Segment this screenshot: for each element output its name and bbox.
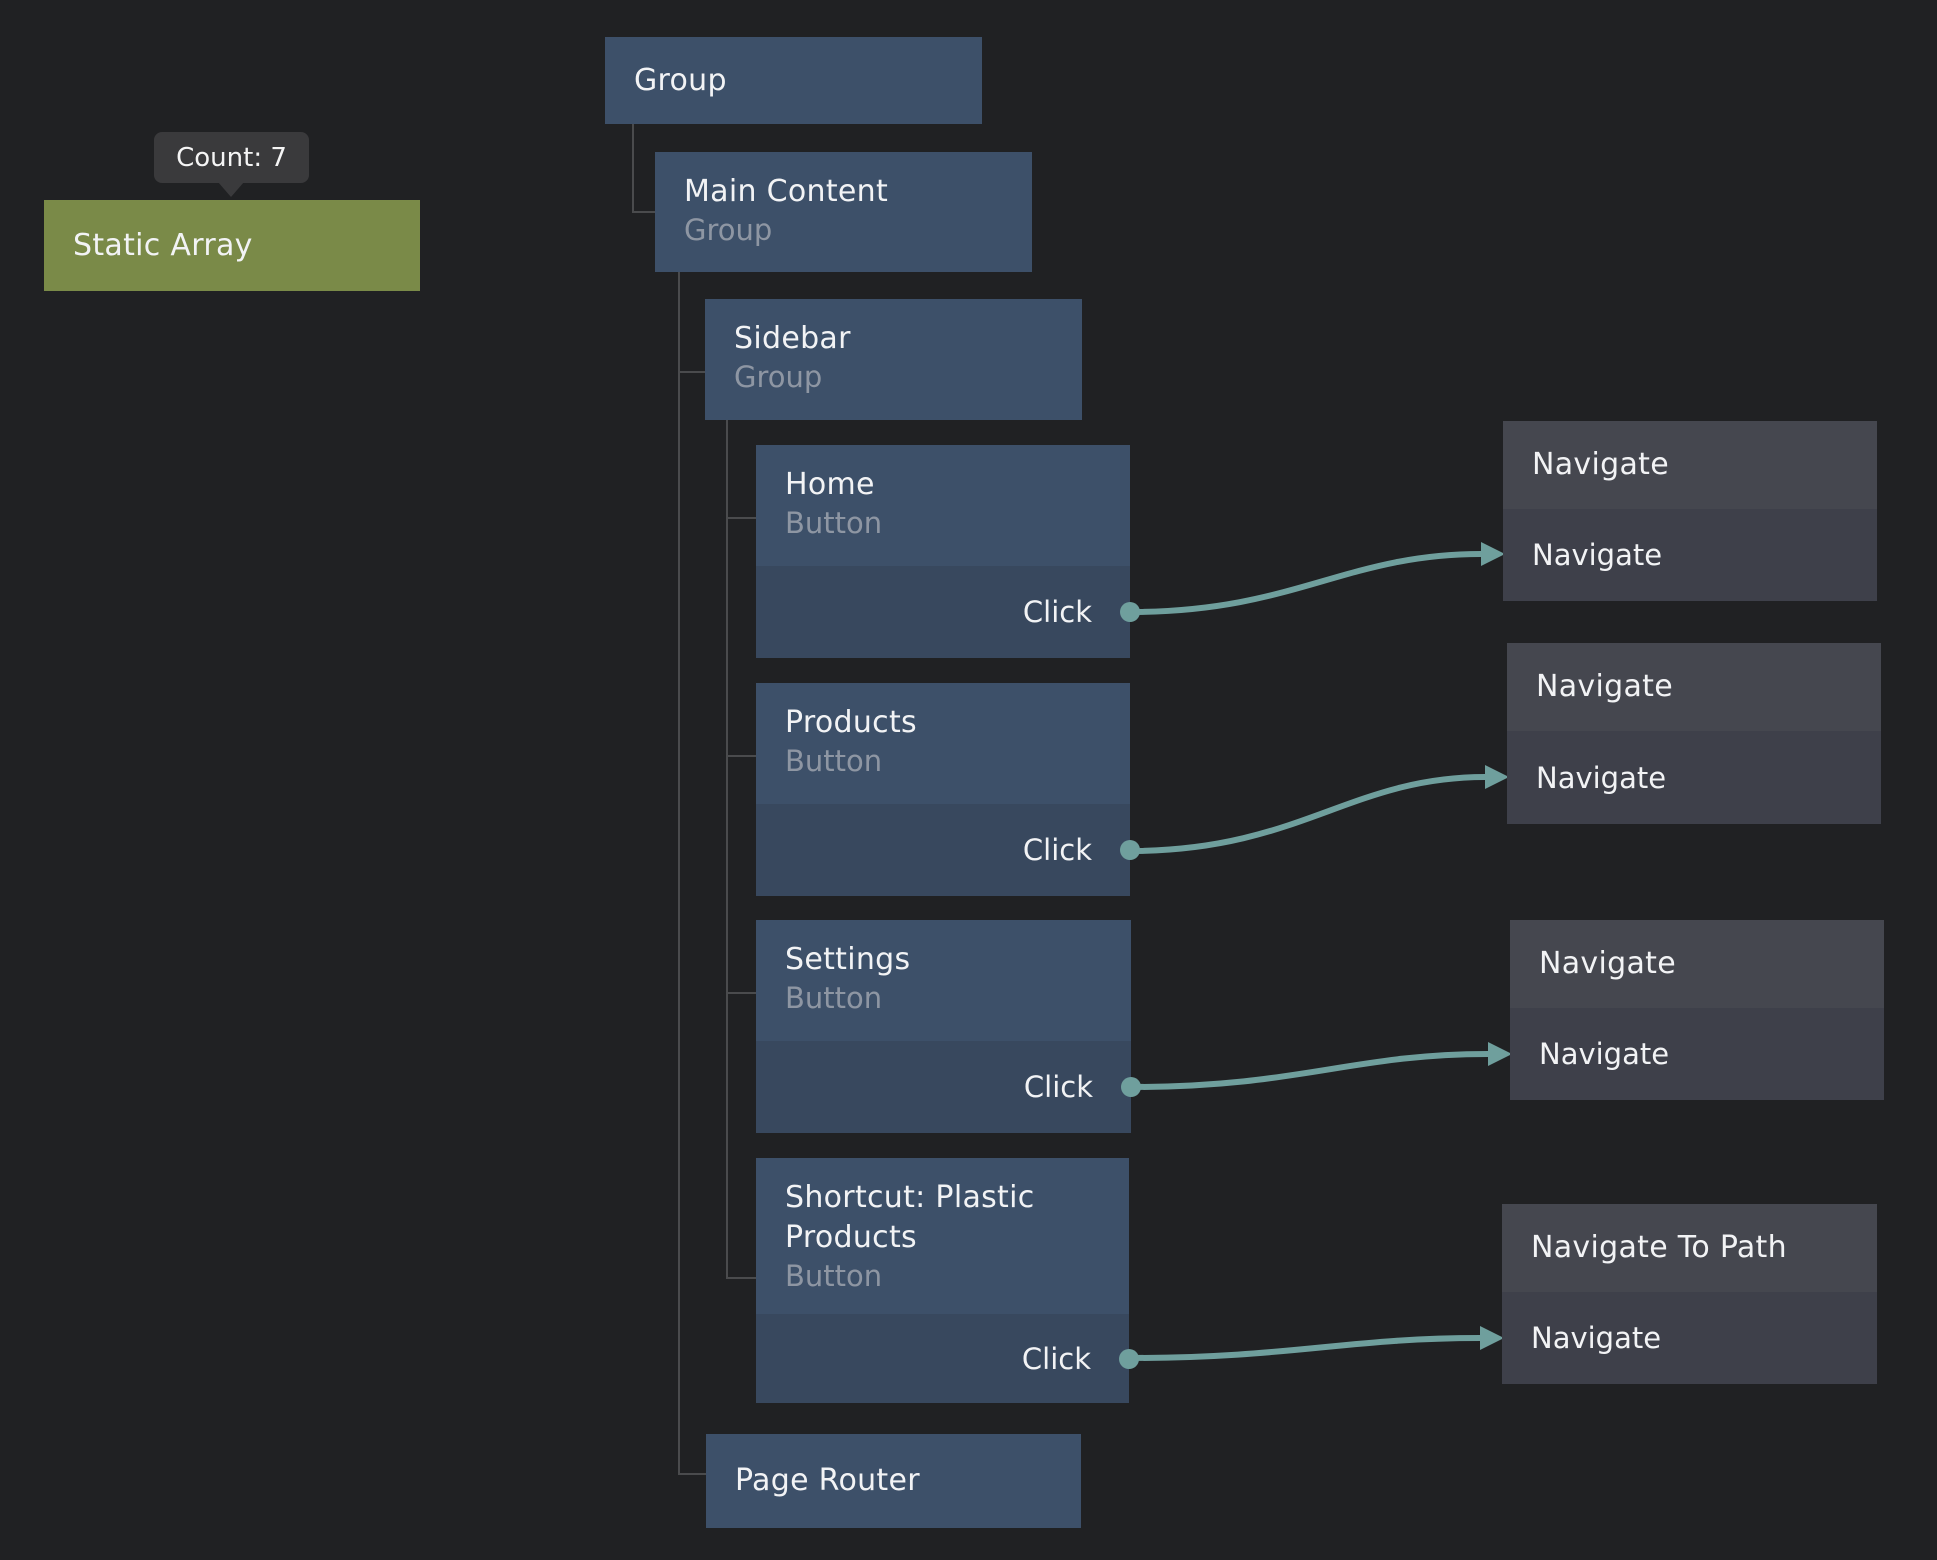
node-title: Navigate [1539, 946, 1676, 981]
output-port-label-click: Click [1022, 595, 1092, 629]
node-navigate-to-path[interactable]: Navigate To Path Navigate [1502, 1204, 1877, 1384]
input-port-row: Navigate [1502, 1292, 1877, 1384]
input-port-row: Navigate [1503, 509, 1877, 601]
input-port-row: Navigate [1507, 731, 1881, 824]
arrowhead-icon [1485, 765, 1509, 789]
input-port-label-navigate: Navigate [1531, 1321, 1662, 1355]
node-title: Group [634, 62, 727, 98]
output-port-dot[interactable] [1119, 1348, 1139, 1369]
node-title: Products [785, 705, 917, 740]
node-title: Home [785, 467, 875, 502]
node-group-root[interactable]: Group [605, 37, 982, 124]
output-port-label-click: Click [1021, 1341, 1091, 1376]
node-navigate-settings[interactable]: Navigate Navigate [1510, 920, 1884, 1100]
node-title: Sidebar [734, 321, 851, 356]
input-port-label-navigate: Navigate [1539, 1037, 1670, 1071]
output-port-row: Click [756, 1314, 1139, 1403]
node-title: Page Router [735, 1463, 920, 1498]
output-port-dot[interactable] [1121, 1077, 1141, 1097]
node-type-label: Group [734, 360, 823, 394]
wire-settings-click-navigate[interactable] [1128, 1051, 1491, 1090]
node-type-label: Group [684, 213, 773, 247]
node-title: Shortcut: Plastic Products [785, 1180, 1035, 1255]
output-port-label-click: Click [1023, 1070, 1093, 1104]
output-port-row: Click [756, 804, 1140, 896]
node-navigate-products[interactable]: Navigate Navigate [1507, 643, 1881, 824]
arrowhead-icon [1488, 1042, 1512, 1066]
node-type-label: Button [785, 981, 883, 1015]
node-main-content[interactable]: Main Content Group [655, 152, 1032, 272]
output-port-dot[interactable] [1120, 840, 1140, 860]
node-settings-button[interactable]: Settings Button Click [756, 920, 1141, 1133]
tree-connector-sidebar-shortcut [726, 420, 756, 1279]
tooltip-pointer-icon [218, 182, 244, 197]
node-navigate-home[interactable]: Navigate Navigate [1503, 421, 1877, 601]
node-static-array[interactable]: Static Array [44, 200, 420, 291]
output-port-dot[interactable] [1120, 602, 1140, 622]
input-port-label-navigate: Navigate [1532, 538, 1663, 572]
node-type-label: Button [785, 506, 883, 540]
output-port-row: Click [756, 1041, 1141, 1133]
count-tooltip: Count: 7 [154, 132, 309, 183]
node-page-router[interactable]: Page Router [706, 1434, 1081, 1528]
output-port-row: Click [756, 566, 1140, 658]
node-title: Settings [785, 942, 911, 977]
node-title: Navigate [1536, 669, 1673, 704]
node-products-button[interactable]: Products Button Click [756, 683, 1140, 896]
node-type-label: Button [785, 1259, 883, 1293]
input-port-label-navigate: Navigate [1536, 760, 1667, 795]
arrowhead-icon [1480, 1326, 1504, 1350]
node-title: Static Array [73, 227, 253, 263]
tree-connector-main-pagerouter [678, 272, 706, 1475]
wire-home-click-navigate[interactable] [1127, 551, 1484, 615]
output-port-label-click: Click [1022, 833, 1092, 867]
count-tooltip-label: Count: 7 [176, 142, 287, 173]
arrowhead-icon [1481, 542, 1505, 566]
node-type-label: Button [785, 744, 883, 778]
input-port-row: Navigate [1510, 1008, 1884, 1100]
wire-products-click-navigate[interactable] [1127, 774, 1488, 854]
node-shortcut-plastic-products-button[interactable]: Shortcut: Plastic Products Button Click [756, 1158, 1139, 1403]
node-sidebar[interactable]: Sidebar Group [705, 299, 1082, 420]
node-home-button[interactable]: Home Button Click [756, 445, 1140, 658]
node-title: Navigate To Path [1531, 1230, 1787, 1265]
node-title: Navigate [1532, 447, 1669, 482]
tree-connector-group-main [632, 124, 655, 213]
node-title: Main Content [684, 174, 889, 209]
wire-shortcut-click-navigate[interactable] [1125, 1335, 1483, 1361]
